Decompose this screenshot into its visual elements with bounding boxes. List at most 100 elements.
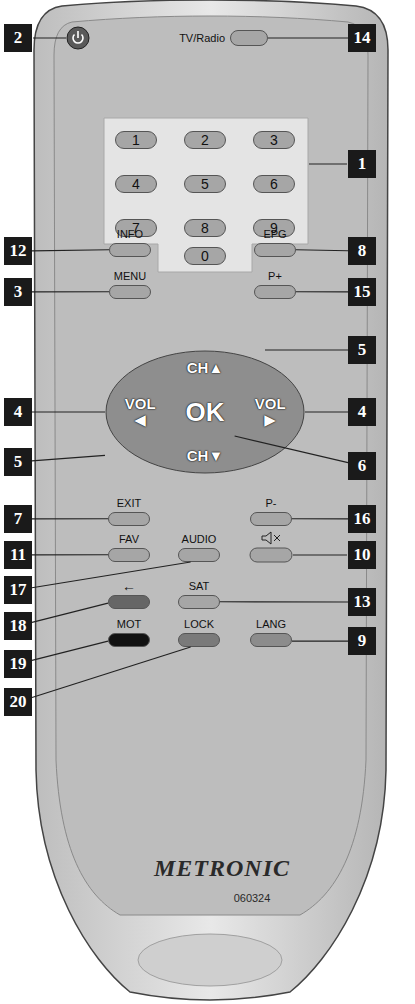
number-key: 0 xyxy=(184,247,226,265)
callout-number: 4 xyxy=(4,398,32,426)
power-symbol xyxy=(77,31,79,38)
callout-text: 12 xyxy=(10,241,27,261)
leader-line xyxy=(32,647,191,698)
callout-number: 7 xyxy=(4,505,32,533)
button-cap xyxy=(250,633,292,647)
callout-number: 8 xyxy=(348,237,376,265)
leader-line xyxy=(292,518,348,519)
number-key: 6 xyxy=(253,175,295,193)
key-label: 8 xyxy=(201,220,209,236)
leader-line xyxy=(293,554,347,555)
button-cap xyxy=(178,633,220,647)
direction-pad: OKCH▲VOL ◀VOL ▶CH▼ xyxy=(105,350,305,474)
callout-text: 8 xyxy=(358,241,367,261)
button-label: SAT xyxy=(189,580,210,593)
callout-text: 18 xyxy=(10,616,27,636)
labeled-button: SAT xyxy=(178,580,220,609)
callout-number: 3 xyxy=(4,278,32,306)
leader-line xyxy=(265,349,348,350)
callout-number: 18 xyxy=(4,612,32,640)
number-key: 8 xyxy=(184,219,226,237)
button-label: EXIT xyxy=(117,497,141,510)
callout-text: 16 xyxy=(354,509,371,529)
leader-line xyxy=(32,518,108,519)
callout-number: 20 xyxy=(4,688,32,716)
button-cap xyxy=(108,548,150,562)
callout-number: 14 xyxy=(348,24,376,52)
button-cap xyxy=(178,595,220,609)
labeled-button: ← xyxy=(108,580,150,609)
key-label: 6 xyxy=(270,176,278,192)
button-label: INFO xyxy=(117,228,143,241)
leader-line xyxy=(32,641,108,660)
callout-text: 3 xyxy=(14,282,23,302)
keypad-area xyxy=(104,118,308,272)
labeled-button: MOT xyxy=(108,618,150,647)
pad-label: CH▲ xyxy=(187,360,224,376)
callout-text: 20 xyxy=(10,692,27,712)
model-number: 060324 xyxy=(234,892,271,904)
leader-line xyxy=(305,411,348,412)
callout-number: 5 xyxy=(4,448,32,476)
labeled-button: MENU xyxy=(109,270,151,299)
key-label: 1 xyxy=(132,132,140,148)
button-label: MOT xyxy=(117,618,141,631)
labeled-button: P+ xyxy=(254,270,296,299)
button-cap xyxy=(230,30,268,46)
leader-line xyxy=(32,411,105,412)
button-cap xyxy=(254,243,296,257)
callout-text: 10 xyxy=(354,545,371,565)
callout-number: 10 xyxy=(348,541,376,569)
labeled-button: LOCK xyxy=(178,618,220,647)
callout-number: 19 xyxy=(4,650,32,678)
labeled-button: INFO xyxy=(109,228,151,257)
leader-line xyxy=(296,249,348,251)
callout-number: 1 xyxy=(348,150,376,178)
key-label: 2 xyxy=(201,132,209,148)
callout-number: 17 xyxy=(4,576,32,604)
callout-text: 13 xyxy=(354,592,371,612)
button-label: ← xyxy=(122,580,136,593)
labeled-button: EPG xyxy=(254,228,296,257)
leader-line xyxy=(32,554,108,555)
leader-line xyxy=(32,562,191,588)
remote-body: TV/Radio123456789INFO0EPGMENUP+OKCH▲VOL … xyxy=(32,5,388,1000)
callout-number: 5 xyxy=(348,336,376,364)
mute-button xyxy=(250,548,292,562)
button-label: AUDIO xyxy=(182,533,217,546)
button-label: P+ xyxy=(268,270,282,283)
button-cap xyxy=(109,243,151,257)
labeled-button: P- xyxy=(250,497,292,526)
callout-text: 4 xyxy=(14,402,23,422)
callout-text: 19 xyxy=(10,654,27,674)
button-cap xyxy=(250,512,292,526)
labeled-button: LANG xyxy=(250,618,292,647)
callout-text: 17 xyxy=(10,580,27,600)
button-label: LANG xyxy=(256,618,286,631)
pad-shape xyxy=(106,351,304,473)
callout-number: 16 xyxy=(348,505,376,533)
callout-number: 2 xyxy=(4,24,32,52)
callout-text: 6 xyxy=(358,456,367,476)
button-label: OK xyxy=(186,397,225,428)
callout-text: 5 xyxy=(358,340,367,360)
button-label: P- xyxy=(266,497,277,510)
shell-recess xyxy=(138,934,282,986)
callout-number: 11 xyxy=(4,541,32,569)
button-panel xyxy=(54,16,368,915)
callout-number: 4 xyxy=(348,398,376,426)
labeled-button: EXIT xyxy=(108,497,150,526)
callout-text: 2 xyxy=(14,28,23,48)
leader-line xyxy=(32,291,109,292)
callout-text: 5 xyxy=(14,452,23,472)
pad-label: VOL ◀ xyxy=(125,396,156,428)
number-key: 1 xyxy=(115,131,157,149)
leader-line xyxy=(268,37,348,38)
callout-text: 15 xyxy=(354,282,371,302)
button-cap xyxy=(254,285,296,299)
callout-text: 14 xyxy=(354,28,371,48)
mute-symbol xyxy=(274,535,280,541)
remote-shell xyxy=(34,0,388,1000)
